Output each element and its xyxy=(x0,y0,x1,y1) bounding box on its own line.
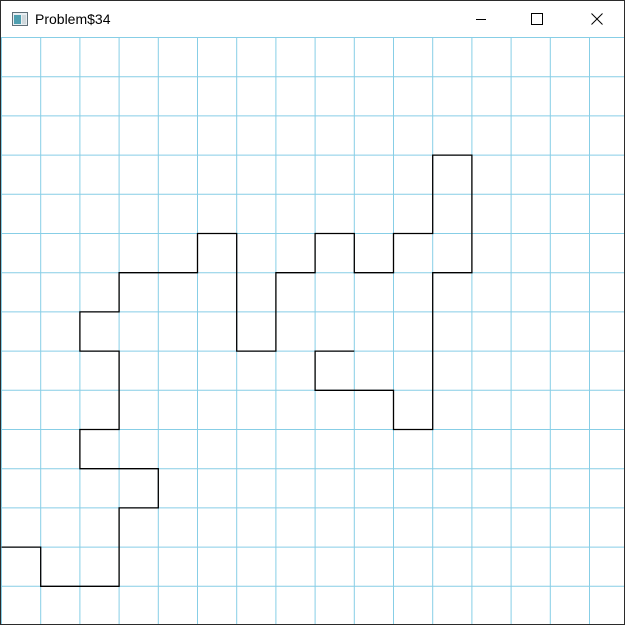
maximize-button[interactable] xyxy=(514,1,560,37)
drawing-canvas[interactable] xyxy=(1,37,624,624)
close-icon xyxy=(591,13,603,25)
grid-lines xyxy=(1,37,624,624)
minimize-icon xyxy=(475,13,487,25)
title-bar[interactable]: Problem$34 xyxy=(1,0,624,37)
window-title: Problem$34 xyxy=(35,11,111,27)
drawn-path xyxy=(1,154,473,587)
minimize-button[interactable] xyxy=(458,1,504,37)
maximize-icon xyxy=(531,13,543,25)
grid-drawing xyxy=(1,37,624,624)
close-button[interactable] xyxy=(574,1,620,37)
app-window-icon xyxy=(12,12,28,26)
